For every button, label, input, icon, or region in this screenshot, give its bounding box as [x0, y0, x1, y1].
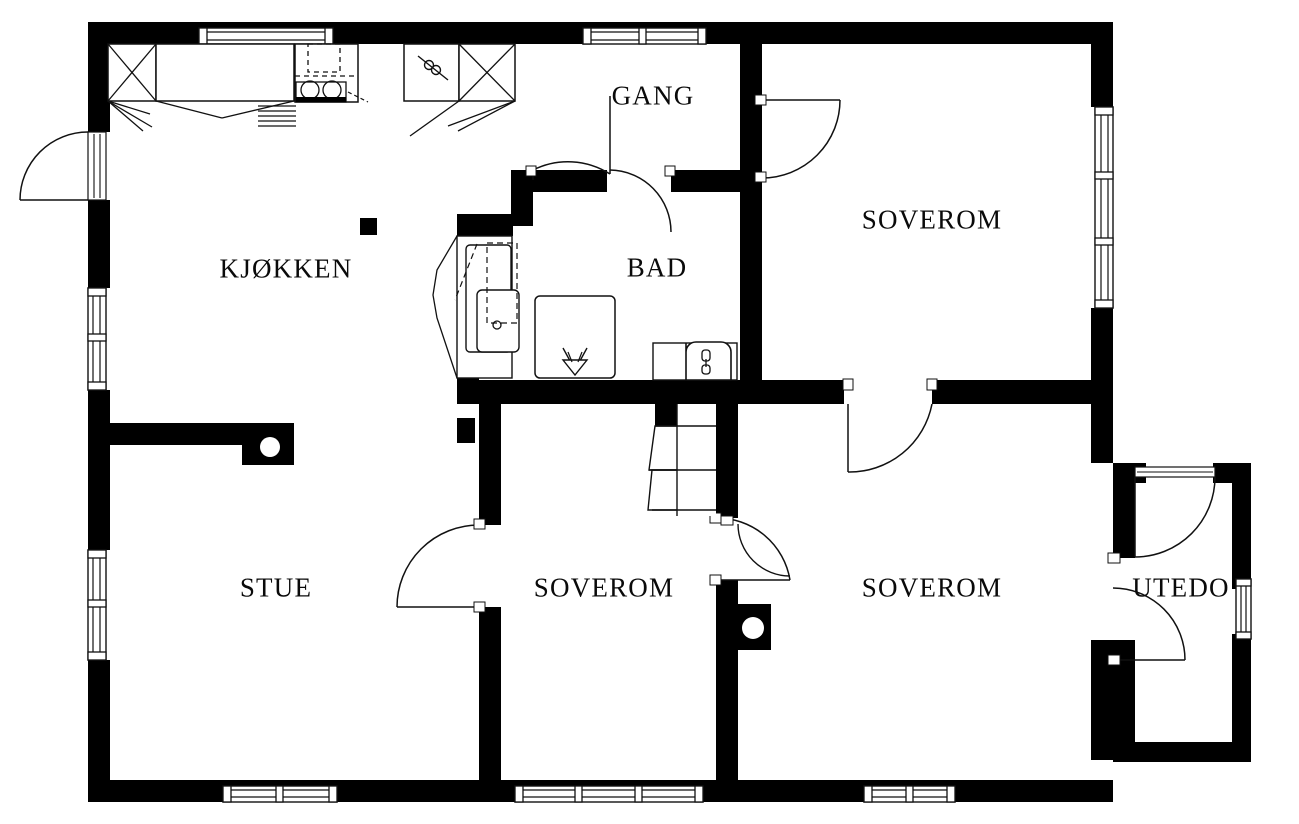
shower-tray-icon	[534, 295, 616, 379]
wall-int-mid-c	[932, 380, 1091, 404]
door-utedo-west	[1107, 552, 1186, 666]
wall-west-c	[88, 390, 110, 550]
door-soverom-ne-south	[842, 378, 938, 473]
cabinet-right-swing-lines	[409, 100, 516, 137]
wall-south-win-c-head	[864, 780, 955, 786]
room-label-stue: STUE	[239, 572, 313, 603]
door-kitchen-gang	[525, 96, 611, 180]
door-gang-soverom-ne	[754, 94, 841, 183]
post-kitchen-block	[360, 218, 377, 235]
window-south-soverom-east	[863, 785, 956, 803]
wall-int-bad-north-b	[671, 170, 753, 192]
wall-north-left	[88, 22, 199, 44]
door-stair	[720, 515, 791, 577]
window-south-soverom-center	[514, 785, 704, 803]
doors	[19, 94, 1216, 666]
wall-int-stue-east-upper	[479, 404, 501, 525]
wall-int-bad-east	[740, 44, 762, 179]
counter-run-left-icon	[155, 43, 295, 102]
door-utedo-north	[1134, 476, 1216, 558]
upper-cabinet-right-icon	[458, 43, 516, 102]
window-west-kitchen	[87, 287, 107, 391]
windows	[87, 27, 1252, 803]
room-label-gang: GANG	[611, 80, 695, 111]
window-north-gang	[582, 27, 707, 45]
window-east-soverom	[1094, 106, 1114, 309]
room-label-soverom-east: SOVEROM	[861, 572, 1003, 603]
door-stue-soverom	[396, 518, 486, 613]
wall-int-bad-east-2	[740, 170, 762, 386]
window-east-utedo	[1235, 578, 1252, 640]
wall-south-b	[337, 780, 515, 802]
wall-int-kitchen-stub	[457, 418, 475, 443]
room-label-utedo: UTEDO	[1132, 572, 1230, 603]
window-south-stue	[222, 785, 338, 803]
wall-int-mid-b	[769, 380, 844, 404]
wall-east-c	[1091, 640, 1113, 760]
cabinet-swing-lines	[107, 100, 295, 132]
door-exterior-west	[19, 131, 107, 201]
staircase-icon	[647, 404, 716, 516]
door-gang-bad	[609, 165, 676, 233]
wall-east-b	[1091, 308, 1113, 463]
wall-south-d	[955, 780, 1113, 802]
wall-west-b	[88, 200, 110, 288]
toilet-icon	[652, 341, 738, 381]
wall-south-win-b-head	[515, 780, 574, 786]
walls	[88, 22, 1251, 802]
bath-fixtures	[432, 235, 738, 381]
wall-utedo-south	[1113, 742, 1251, 762]
wall-east-a	[1091, 22, 1113, 107]
wall-south-win-a-head	[223, 780, 337, 786]
window-north-kitchen	[198, 27, 334, 45]
chimney-flue-soverom-icon	[742, 617, 764, 639]
bathtub-icon	[432, 235, 520, 379]
wall-west-d	[88, 660, 110, 802]
window-west-stue	[87, 549, 107, 661]
stove-hob-icon	[294, 43, 369, 103]
room-label-soverom-center: SOVEROM	[533, 572, 675, 603]
wall-int-bad-north-a	[511, 170, 607, 192]
wall-stub-stair-left	[655, 404, 677, 426]
wall-utedo-west-a	[1113, 463, 1135, 558]
wall-int-soverom-divider-upper	[716, 404, 738, 518]
wall-utedo-west-b	[1113, 640, 1135, 762]
hatch-lines-kitchen	[258, 105, 296, 127]
wall-utedo-east-a	[1232, 463, 1251, 589]
wall-utedo-east-b	[1232, 634, 1251, 762]
window-utedo-north-transom	[1134, 466, 1216, 478]
chimney-flue-stue-icon	[260, 437, 280, 457]
wall-west-a	[88, 22, 110, 132]
wall-north-win1-head	[199, 22, 333, 28]
wall-north-kitchen-a	[333, 22, 583, 44]
wall-south-a	[88, 780, 223, 802]
wall-int-mid-a	[479, 380, 769, 404]
kitchen-fixtures	[107, 43, 516, 137]
wall-int-stue-east-lower	[479, 607, 501, 782]
room-label-soverom-ne: SOVEROM	[861, 204, 1003, 235]
chimney-flues	[260, 437, 764, 639]
room-label-kjokken: KJØKKEN	[219, 253, 353, 284]
kitchen-sink-icon	[403, 43, 460, 102]
upper-cabinet-left-icon	[107, 43, 157, 102]
wall-north-win2-head	[583, 22, 706, 28]
room-label-bad: BAD	[626, 252, 688, 283]
wall-north-gang-right	[706, 22, 1091, 44]
